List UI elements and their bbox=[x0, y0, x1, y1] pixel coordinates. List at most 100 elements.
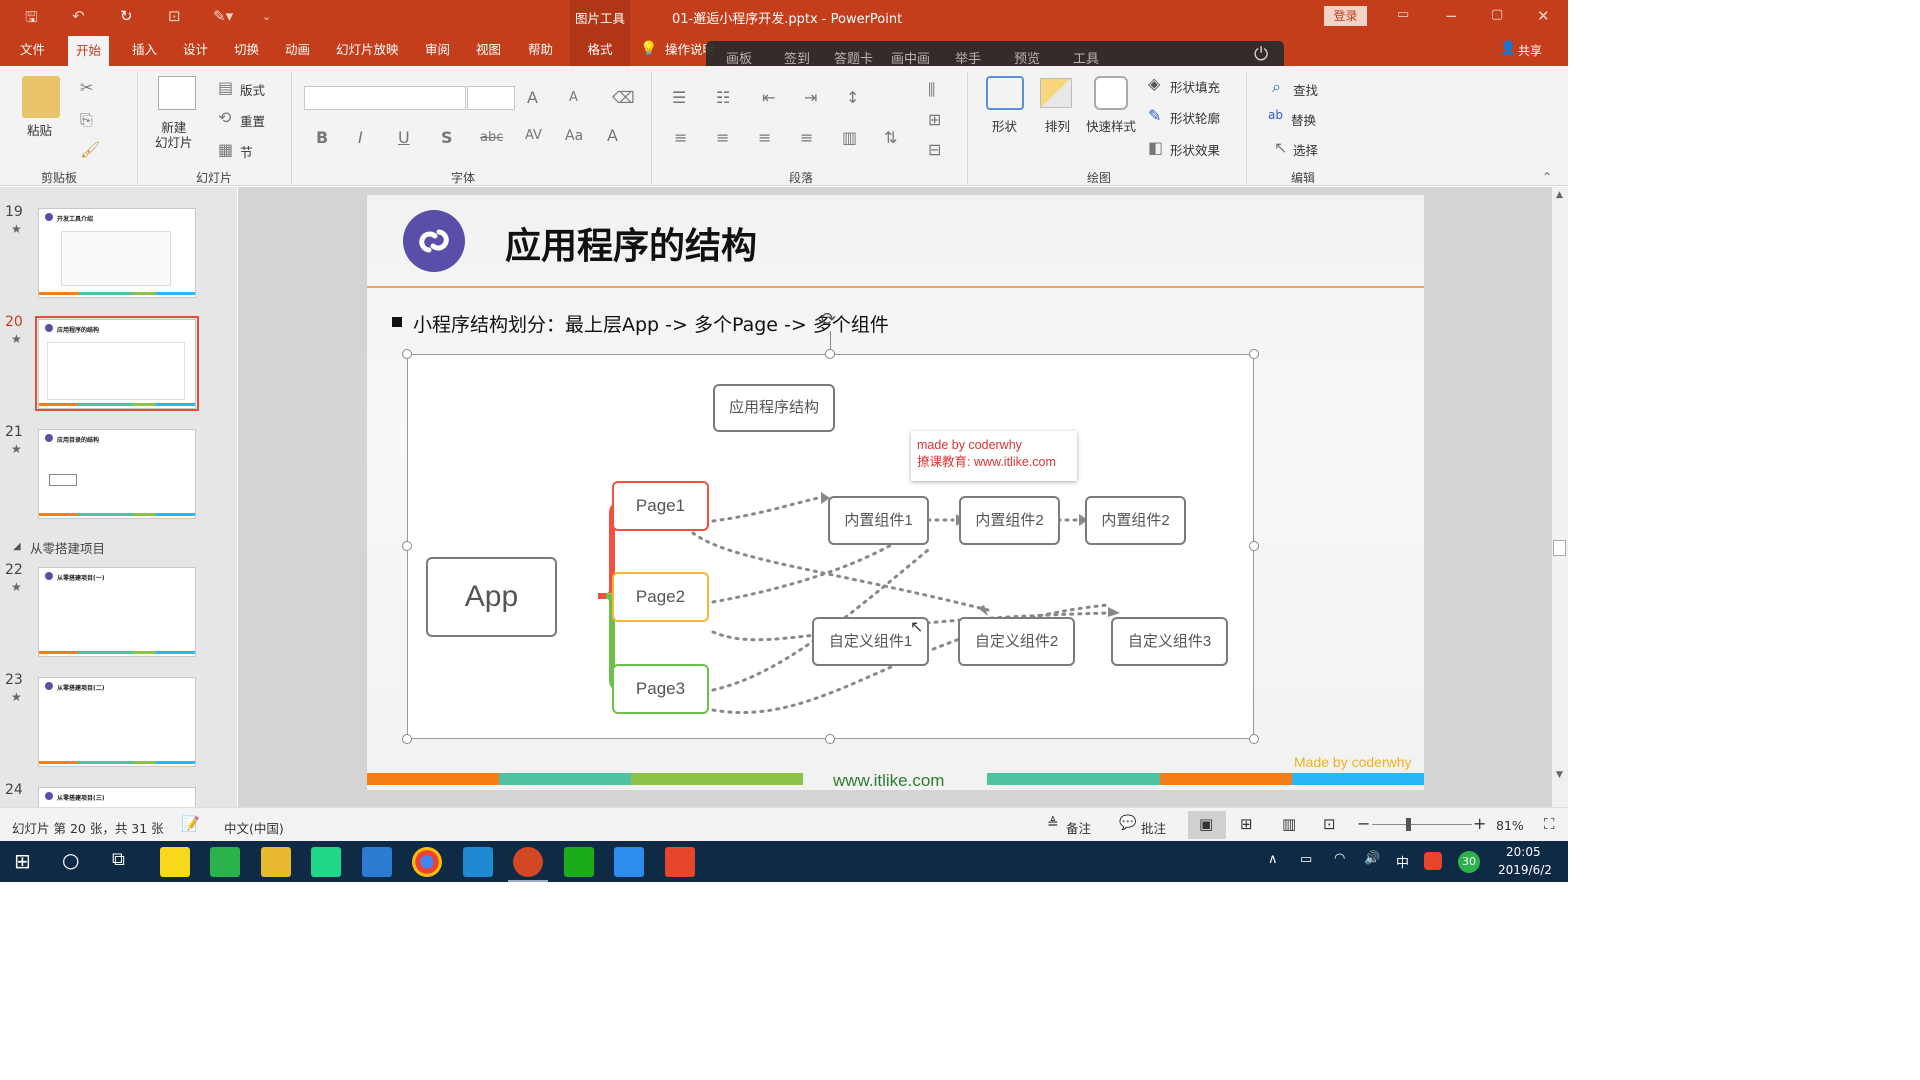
quick-styles-button[interactable]: 快速样式 bbox=[1086, 119, 1137, 134]
undo-icon[interactable]: ↶ bbox=[72, 7, 85, 25]
power-icon[interactable]: ⏻ bbox=[1254, 44, 1269, 65]
numbering-icon[interactable]: ☷ bbox=[716, 88, 731, 107]
tab-format[interactable]: 格式 bbox=[570, 33, 630, 66]
sogou-icon[interactable] bbox=[1424, 852, 1442, 870]
resize-handle[interactable] bbox=[402, 349, 412, 359]
find-button[interactable]: 查找 bbox=[1293, 83, 1319, 98]
grow-font-icon[interactable]: A bbox=[527, 88, 538, 107]
format-painter-icon[interactable]: 🖌 bbox=[80, 140, 101, 159]
slide-canvas[interactable]: 应用程序的结构 小程序结构划分：最上层App -> 多个Page -> 多个组件 bbox=[367, 195, 1424, 790]
tray-overflow-icon[interactable]: ∧ bbox=[1268, 852, 1278, 867]
chrome-icon[interactable] bbox=[412, 847, 442, 877]
pycharm-icon[interactable] bbox=[311, 847, 341, 877]
bullet-text[interactable]: 小程序结构划分：最上层App -> 多个Page -> 多个组件 bbox=[413, 314, 889, 336]
minimize-icon[interactable]: − bbox=[1445, 7, 1458, 25]
align-right-icon[interactable]: ≡ bbox=[758, 128, 772, 147]
shrink-font-icon[interactable]: A bbox=[569, 90, 578, 105]
present-from-start-icon[interactable]: ⊡ bbox=[168, 7, 181, 25]
file-explorer-icon[interactable] bbox=[261, 847, 291, 877]
toolbar-preview[interactable]: 预览 bbox=[1014, 52, 1041, 67]
section-header[interactable]: 从零搭建项目 bbox=[30, 541, 106, 556]
clear-format-icon[interactable]: ⌫ bbox=[612, 88, 635, 107]
cut-icon[interactable]: ✂ bbox=[80, 78, 94, 97]
collapse-ribbon-icon[interactable]: ⌃ bbox=[1542, 170, 1553, 184]
layout-button[interactable]: 版式 bbox=[240, 83, 266, 98]
fit-to-window-icon[interactable]: ⛶ bbox=[1544, 815, 1555, 833]
tab-home[interactable]: 开始 bbox=[68, 36, 110, 66]
char-spacing-icon[interactable]: AV bbox=[525, 128, 542, 143]
zoom-level[interactable]: 81% bbox=[1496, 818, 1524, 833]
toolbar-pip[interactable]: 画中画 bbox=[891, 52, 931, 67]
resize-handle[interactable] bbox=[402, 541, 412, 551]
copy-icon[interactable]: ⎘ bbox=[80, 110, 93, 129]
select-button[interactable]: 选择 bbox=[1293, 143, 1319, 158]
comments-button[interactable]: 批注 bbox=[1141, 821, 1167, 836]
resize-handle[interactable] bbox=[1249, 541, 1259, 551]
battery-icon[interactable]: ▭ bbox=[1300, 852, 1313, 867]
zoom-out-icon[interactable]: − bbox=[1357, 814, 1371, 833]
shape-effect-button[interactable]: 形状效果 bbox=[1170, 143, 1221, 158]
resize-handle[interactable] bbox=[825, 349, 835, 359]
tab-file[interactable]: 文件 bbox=[20, 42, 46, 57]
volume-icon[interactable]: 🔊 bbox=[1364, 851, 1381, 866]
columns-icon[interactable]: ▥ bbox=[842, 128, 858, 147]
shapes-icon[interactable] bbox=[986, 76, 1024, 110]
decrease-indent-icon[interactable]: ⇤ bbox=[762, 88, 776, 107]
toolbar-tools[interactable]: 工具 bbox=[1073, 52, 1100, 67]
toolbar-whiteboard[interactable]: 画板 bbox=[726, 52, 753, 67]
clock-time[interactable]: 20:05 bbox=[1506, 845, 1541, 859]
slide-sorter-icon[interactable]: ⊞ bbox=[1240, 815, 1253, 833]
tell-me-search[interactable]: 操作说明 bbox=[665, 42, 716, 57]
scrollbar-thumb[interactable] bbox=[1553, 540, 1566, 556]
justify-icon[interactable]: ≡ bbox=[800, 128, 814, 147]
tab-animations[interactable]: 动画 bbox=[285, 42, 311, 57]
webstorm-icon[interactable] bbox=[362, 847, 392, 877]
share-button[interactable]: 共享 bbox=[1518, 44, 1543, 58]
quick-styles-icon[interactable] bbox=[1094, 76, 1128, 110]
bold-icon[interactable]: B bbox=[316, 128, 329, 147]
touch-mode-icon[interactable]: ✎▾ bbox=[213, 7, 234, 25]
maximize-icon[interactable]: ▢ bbox=[1491, 7, 1504, 22]
resize-handle[interactable] bbox=[825, 734, 835, 744]
recorder-icon[interactable] bbox=[665, 847, 695, 877]
new-slide-icon[interactable] bbox=[158, 76, 196, 110]
toolbar-answer-card[interactable]: 答题卡 bbox=[834, 52, 874, 67]
vertical-scrollbar[interactable]: ▲ ▼ bbox=[1552, 187, 1568, 807]
save-icon[interactable]: 🖫 bbox=[25, 8, 38, 26]
slideshow-view-icon[interactable]: ⊡ bbox=[1323, 815, 1336, 833]
zoom-in-icon[interactable]: + bbox=[1473, 814, 1487, 833]
clock-date[interactable]: 2019/6/2 bbox=[1498, 863, 1552, 877]
notes-button[interactable]: 备注 bbox=[1066, 821, 1092, 836]
zoom-slider-thumb[interactable] bbox=[1406, 818, 1411, 831]
tab-slideshow[interactable]: 幻灯片放映 bbox=[336, 42, 399, 57]
align-left-icon[interactable]: ≡ bbox=[674, 128, 688, 147]
shape-fill-button[interactable]: 形状填充 bbox=[1170, 80, 1221, 95]
new-slide-button[interactable]: 新建 幻灯片 bbox=[155, 120, 193, 150]
redo-icon[interactable]: ↻ bbox=[120, 7, 133, 25]
windows-start-icon[interactable]: ⊞ bbox=[14, 849, 31, 873]
wifi-icon[interactable]: ◠ bbox=[1334, 851, 1346, 866]
shapes-button[interactable]: 形状 bbox=[992, 119, 1018, 134]
app-icon[interactable] bbox=[614, 847, 644, 877]
font-name-field[interactable] bbox=[304, 86, 466, 110]
camtasia-icon[interactable] bbox=[210, 847, 240, 877]
increase-indent-icon[interactable]: ⇥ bbox=[804, 88, 818, 107]
shape-outline-button[interactable]: 形状轮廓 bbox=[1170, 111, 1221, 126]
font-color-icon[interactable]: A bbox=[607, 126, 618, 145]
wechat-devtools-icon[interactable] bbox=[564, 847, 594, 877]
replace-button[interactable]: 替换 bbox=[1291, 113, 1317, 128]
tab-view[interactable]: 视图 bbox=[476, 42, 502, 57]
align-text-icon[interactable]: ⫼ bbox=[928, 80, 936, 99]
sticky-notes-icon[interactable] bbox=[160, 847, 190, 877]
align-center-icon[interactable]: ≡ bbox=[716, 128, 730, 147]
tab-transitions[interactable]: 切换 bbox=[234, 42, 260, 57]
smartart-icon[interactable]: ⊞ bbox=[928, 110, 942, 129]
spell-check-icon[interactable]: 📝 bbox=[181, 815, 200, 833]
slide-title[interactable]: 应用程序的结构 bbox=[505, 226, 758, 267]
customize-qat-icon[interactable]: ⌄ bbox=[262, 10, 272, 23]
change-case-icon[interactable]: Aa bbox=[565, 128, 584, 144]
underline-icon[interactable]: U bbox=[398, 128, 410, 147]
arrange-button[interactable]: 排列 bbox=[1045, 119, 1071, 134]
strikethrough-icon[interactable]: abc bbox=[480, 130, 504, 145]
slide-thumbnail-23[interactable]: 从零搭建项目(二) bbox=[38, 677, 196, 767]
